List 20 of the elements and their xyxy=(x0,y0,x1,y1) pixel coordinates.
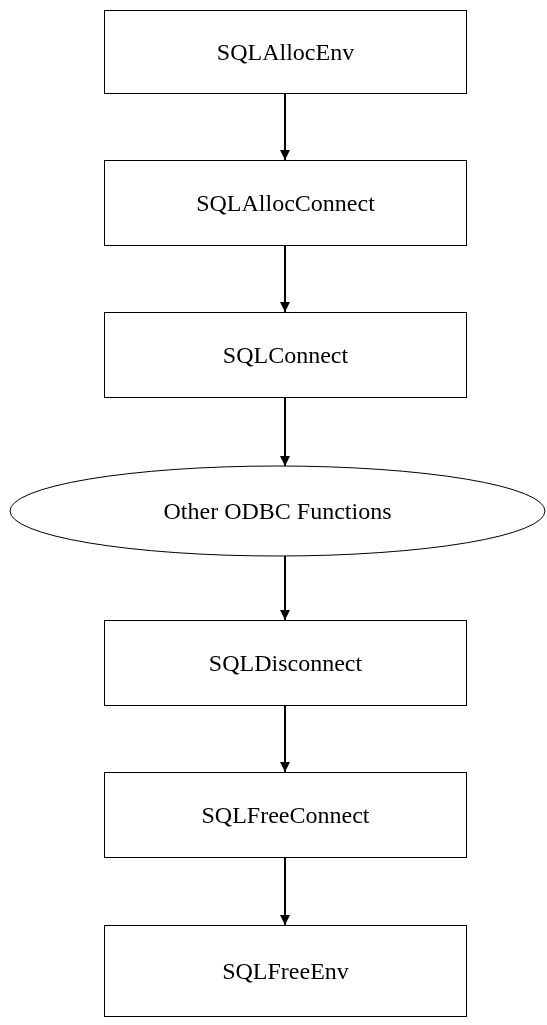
process-box xyxy=(104,312,467,398)
process-box xyxy=(104,620,467,706)
process-box xyxy=(104,772,467,858)
node-label: SQLFreeEnv xyxy=(222,957,349,985)
node-label: SQLAllocEnv xyxy=(216,38,355,66)
node-label: Other ODBC Functions xyxy=(163,497,392,525)
process-box xyxy=(104,925,467,1017)
arrow xyxy=(280,705,290,773)
arrow xyxy=(280,245,290,313)
node-label: SQLFreeConnect xyxy=(201,801,370,829)
ellipse-node xyxy=(10,466,545,556)
arrow xyxy=(280,397,290,467)
process-box xyxy=(104,10,467,94)
node-label: SQLDisconnect xyxy=(208,649,363,677)
node-label: SQLConnect xyxy=(222,341,349,369)
arrow xyxy=(280,555,290,621)
arrow xyxy=(280,857,290,926)
arrow xyxy=(280,93,290,161)
process-box xyxy=(104,160,467,246)
node-label: SQLAllocConnect xyxy=(196,189,375,217)
